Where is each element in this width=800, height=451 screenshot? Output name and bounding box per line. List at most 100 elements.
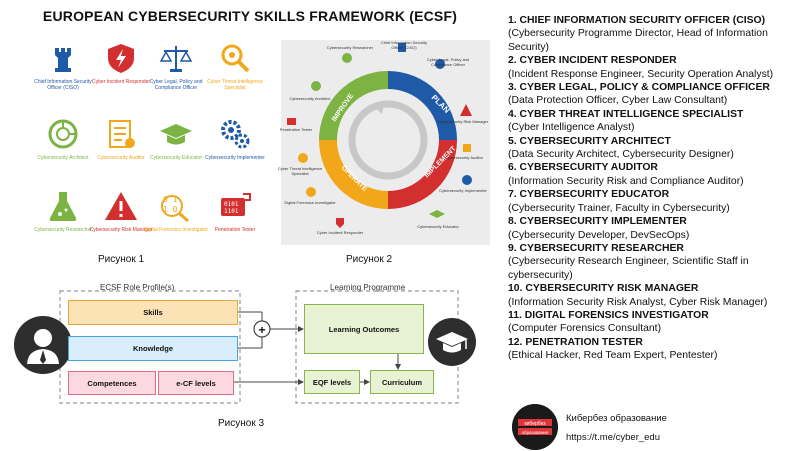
- role-tile: Cybersecurity Risk Manager: [85, 188, 157, 233]
- learning-outcomes-box: Learning Outcomes: [304, 304, 424, 354]
- flask-icon: [45, 188, 81, 224]
- role-label: Digital Forensics Investigator: [143, 227, 209, 233]
- svg-text:0101: 0101: [224, 201, 239, 208]
- shield-bolt-icon: [103, 40, 139, 76]
- inner-arrow-head: [373, 100, 385, 114]
- role-heading: 9. CYBERSECURITY RESEARCHER: [508, 242, 684, 254]
- wheel-label-ciso: Chief Information Security Officer (CISO…: [380, 40, 428, 50]
- role-heading: 1. CHIEF INFORMATION SECURITY OFFICER (C…: [508, 15, 766, 26]
- card-code-icon: [287, 118, 296, 125]
- role-label: Cybersecurity Implementer: [205, 155, 265, 161]
- binary-magnifier-icon: [306, 187, 316, 197]
- role-aliases: (Information Security Risk Analyst, Cybe…: [508, 296, 768, 308]
- role-aliases: (Incident Response Engineer, Security Op…: [508, 68, 774, 80]
- implement-segment: [388, 140, 457, 209]
- channel-name: Кибербез образование: [566, 413, 667, 424]
- wheel-label-educator: Cybersecurity Educator: [417, 224, 459, 229]
- wheel-label-incident-responder: Cyber Incident Responder: [316, 230, 364, 235]
- warning-icon: [103, 188, 139, 224]
- circuit-icon: [311, 81, 321, 91]
- role-heading: 11. DIGITAL FORENSICS INVESTIGATOR: [508, 309, 709, 321]
- wheel-label-risk-manager: Cybersecurity Risk Manager: [437, 119, 489, 124]
- figure-3-caption: Рисунок 3: [218, 418, 265, 429]
- role-tile: Cybersecurity Auditor: [85, 116, 157, 161]
- warning-icon: [460, 104, 472, 116]
- role-tile: Cybersecurity Educator: [140, 116, 212, 161]
- wheel-label-implementer: Cybersecurity Implementer: [439, 188, 487, 193]
- scales-icon: [435, 59, 445, 69]
- svg-text:образование: образование: [522, 430, 549, 435]
- lifecycle-wheel: PLAN IMPLEMENT OPERATE IMPROVE: [287, 43, 472, 228]
- grad-cap-icon: [429, 210, 445, 218]
- role-label: Cyber Legal, Policy and Compliance Offic…: [149, 79, 203, 91]
- curriculum-box: Curriculum: [370, 370, 434, 394]
- role-label: Penetration Tester: [214, 227, 256, 233]
- wheel-label-pentester: Penetration Tester: [279, 127, 313, 132]
- scales-icon: [158, 40, 194, 76]
- wheel-label-architect: Cybersecurity Architect: [289, 96, 331, 101]
- svg-text:1 0: 1 0: [163, 205, 178, 214]
- role-label: Cybersecurity Educator: [150, 155, 202, 161]
- role-label: Cybersecurity Researcher: [34, 227, 92, 233]
- profile-title: ECSF Role Profile(s): [100, 283, 175, 292]
- skills-box: Skills: [68, 300, 238, 325]
- grad-cap-icon: [158, 116, 194, 152]
- plan-segment: [388, 71, 457, 140]
- person-icon: [27, 329, 59, 364]
- role-aliases: (Cybersecurity Programme Director, Head …: [508, 28, 768, 53]
- graduation-avatar: [428, 318, 476, 366]
- wheel-label-researcher: Cybersecurity Researcher: [326, 45, 374, 50]
- wheel-role-icons: [287, 43, 472, 228]
- role-heading: 3. CYBER LEGAL, POLICY & COMPLIANCE OFFI…: [508, 82, 770, 94]
- wheel-label-legal: Cyber Legal, Policy and Compliance Offic…: [426, 57, 470, 67]
- role-heading: 2. CYBER INCIDENT RESPONDER: [508, 55, 677, 67]
- role-heading: 6. CYBERSECURITY AUDITOR: [508, 162, 658, 174]
- role-label: Chief Information Security Officer (CISO…: [34, 79, 92, 91]
- figure-2-caption: Рисунок 2: [346, 254, 393, 265]
- role-heading: 12. PENETRATION TESTER: [508, 336, 643, 348]
- role-heading: 5. CYBERSECURITY ARCHITECT: [508, 135, 671, 147]
- rook-icon: [45, 40, 81, 76]
- channel-logo: кибербез образование: [512, 404, 558, 450]
- role-heading: 4. CYBER THREAT INTELLIGENCE SPECIALIST: [508, 108, 744, 120]
- role-aliases: (Information Security Risk and Complianc…: [508, 175, 744, 187]
- programme-title: Learning Programme: [330, 283, 406, 292]
- eqf-levels-box: EQF levels: [304, 370, 360, 394]
- ecf-levels-box: e-CF levels: [158, 371, 234, 395]
- role-label: Cyber Threat Intelligence Specialist: [207, 79, 263, 91]
- grad-cap-icon: [436, 332, 468, 353]
- role-aliases: (Cybersecurity Research Engineer, Scient…: [508, 256, 749, 281]
- magnifier-gear-icon: [217, 40, 253, 76]
- role-aliases: (Computer Forensics Consultant): [508, 323, 662, 335]
- role-tile: Chief Information Security Officer (CISO…: [27, 40, 99, 91]
- role-label: Cyber Incident Responder: [91, 79, 151, 85]
- logo-image: кибербез образование: [512, 404, 558, 450]
- role-heading: 10. CYBERSECURITY RISK MANAGER: [508, 283, 699, 295]
- role-label: Cybersecurity Auditor: [97, 155, 145, 161]
- rook-icon: [398, 43, 406, 52]
- checklist-icon: [463, 144, 471, 152]
- role-label: Cybersecurity Architect: [37, 155, 89, 161]
- inner-cycle-arrow: [348, 100, 428, 180]
- channel-link[interactable]: https://t.me/cyber_edu: [566, 432, 660, 443]
- role-aliases: (Data Protection Officer, Cyber Law Cons…: [508, 95, 728, 107]
- role-tile: Cybersecurity Architect: [27, 116, 99, 161]
- role-heading: 8. CYBERSECURITY IMPLEMENTER: [508, 216, 687, 228]
- role-list: 1. CHIEF INFORMATION SECURITY OFFICER (C…: [508, 14, 798, 363]
- circuit-icon: [45, 116, 81, 152]
- role-aliases: (Ethical Hacker, Red Team Expert, Pentes…: [508, 350, 718, 362]
- knowledge-box: Knowledge: [68, 336, 238, 361]
- improve-segment: [319, 71, 388, 140]
- gears-icon: [217, 116, 253, 152]
- role-aliases: (Data Security Architect, Cybersecurity …: [508, 149, 734, 161]
- svg-text:0 1: 0 1: [163, 195, 178, 204]
- competences-box: Competences: [68, 371, 156, 395]
- gears-icon: [462, 175, 472, 185]
- page-title: EUROPEAN CYBERSECURITY SKILLS FRAMEWORK …: [42, 8, 458, 24]
- svg-text:1101: 1101: [224, 208, 239, 215]
- wheel-label-forensics: Digital Forensics Investigator: [284, 200, 336, 205]
- role-tile: Cybersecurity Implementer: [199, 116, 271, 161]
- svg-text:кибербез: кибербез: [524, 421, 546, 427]
